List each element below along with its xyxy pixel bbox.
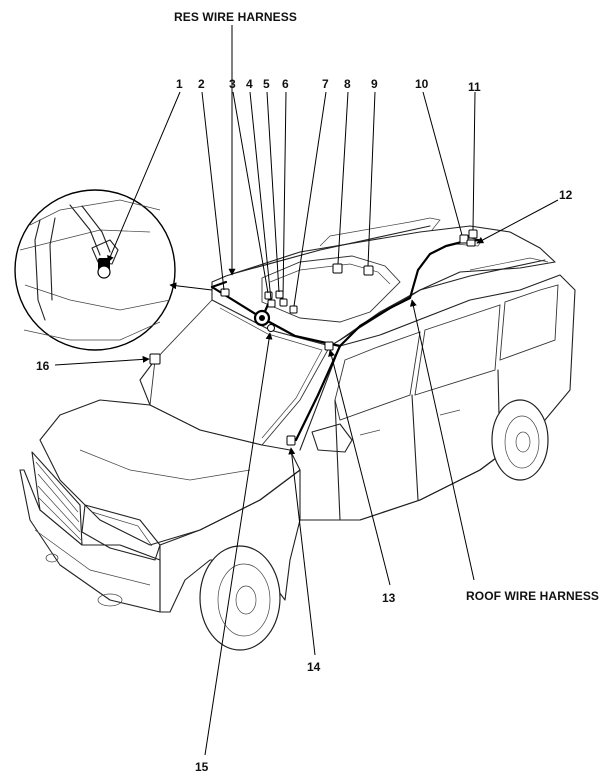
- connectors: [149, 229, 478, 446]
- front-door-window: [334, 331, 421, 421]
- connector-11: [468, 229, 478, 239]
- detail-inset: [14, 189, 176, 351]
- callout-1: 1: [176, 77, 183, 91]
- connector-7: [289, 305, 298, 314]
- roof-wire-harness: [294, 238, 480, 442]
- connector-13: [324, 341, 334, 351]
- callout-9: 9: [371, 77, 378, 91]
- res-wire-harness-label: RES WIRE HARNESS: [174, 10, 297, 24]
- rear-door-window: [414, 304, 501, 396]
- callout-3: 3: [229, 77, 236, 91]
- hood: [39, 399, 301, 546]
- callout-5: 5: [263, 77, 270, 91]
- connector-8: [332, 263, 343, 274]
- connector-5: [275, 290, 284, 299]
- rear-quarter-window: [499, 284, 559, 361]
- callout-labels: 1 2 3 4 5 6 7 8 9 10 11 12 13 14 15 16 R…: [36, 10, 599, 774]
- leader-lines: [54, 25, 559, 756]
- callout-10: 10: [415, 77, 429, 91]
- connector-14: [286, 435, 296, 446]
- sunroof: [261, 255, 401, 323]
- connector-2: [220, 288, 230, 297]
- callout-8: 8: [344, 77, 351, 91]
- side-mirror: [311, 423, 353, 453]
- callout-16: 16: [36, 359, 50, 373]
- front-bumper: [19, 469, 161, 613]
- front-wheel: [199, 545, 281, 651]
- callout-11: 11: [468, 80, 481, 94]
- connector-15: [267, 324, 275, 332]
- callout-2: 2: [198, 77, 205, 91]
- connector-10: [459, 234, 469, 244]
- callout-12: 12: [559, 188, 573, 202]
- connector-4: [267, 299, 276, 308]
- connector-12: [466, 239, 476, 247]
- roof-wire-harness-label: ROOF WIRE HARNESS: [466, 589, 599, 603]
- connector-16: [149, 353, 161, 365]
- headlight: [81, 504, 161, 561]
- connector-9: [363, 265, 374, 276]
- callout-15: 15: [195, 760, 209, 774]
- callout-6: 6: [282, 77, 289, 91]
- connector-6: [279, 298, 288, 307]
- callout-14: 14: [307, 660, 321, 674]
- callout-13: 13: [382, 591, 396, 605]
- callout-7: 7: [322, 77, 329, 91]
- vehicle-body: [19, 217, 576, 651]
- callout-4: 4: [246, 77, 253, 91]
